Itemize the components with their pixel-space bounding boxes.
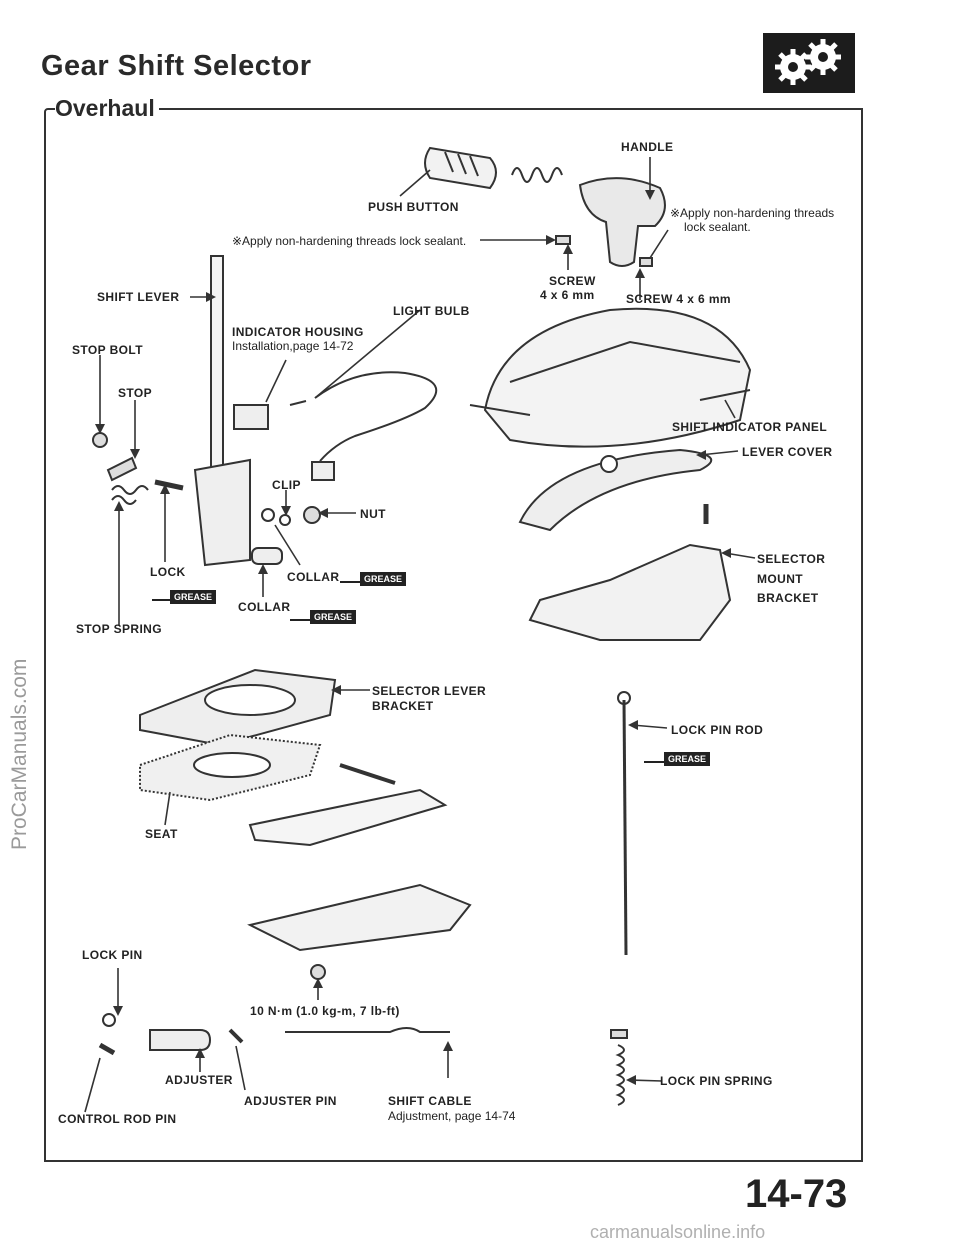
label-lock-pin-rod: LOCK PIN ROD <box>671 723 764 737</box>
label-apply-sealant-right-2: lock sealant. <box>684 220 751 234</box>
label-adjuster: ADJUSTER <box>165 1073 233 1087</box>
label-collar-upper: COLLAR <box>287 570 340 584</box>
label-stop: STOP <box>118 386 153 400</box>
label-lock-pin-spring: LOCK PIN SPRING <box>660 1074 773 1088</box>
label-shift-cable-ref: Adjustment, page 14-74 <box>388 1109 516 1123</box>
watermark-bottom: carmanualsonline.info <box>590 1222 766 1242</box>
label-selector-lever-bracket-2: BRACKET <box>372 699 434 713</box>
label-indicator-housing-ref: Installation,page 14-72 <box>232 339 354 353</box>
label-seat: SEAT <box>145 827 178 841</box>
grease-tag: GREASE <box>290 610 362 626</box>
label-clip: CLIP <box>272 478 301 492</box>
label-adjuster-pin: ADJUSTER PIN <box>244 1094 337 1108</box>
label-selector-lever-bracket: SELECTOR LEVER <box>372 684 487 698</box>
page-title: Gear Shift Selector <box>41 50 312 82</box>
selector-mount-bracket-part <box>528 504 732 641</box>
label-screw-center-size: 4 x 6 mm <box>540 288 595 302</box>
label-apply-sealant-center: ※Apply non-hardening threads lock sealan… <box>232 234 467 248</box>
label-lever-cover: LEVER COVER <box>742 445 833 459</box>
label-stop-spring: STOP SPRING <box>76 622 162 636</box>
label-apply-sealant-right: ※Apply non-hardening threads <box>670 206 835 220</box>
gears-icon <box>763 33 855 93</box>
selector-lever-bracket-part <box>139 668 337 747</box>
label-lock: LOCK <box>150 565 186 579</box>
label-selector-mount-bracket-3: BRACKET <box>757 591 819 605</box>
label-screw-center: SCREW <box>549 274 596 288</box>
shift-indicator-panel-part <box>469 307 752 448</box>
lock-pin-rod-part <box>617 691 631 956</box>
shift-lever-part <box>193 255 251 567</box>
grease-tag: GREASE <box>152 590 222 606</box>
push-button-part <box>424 146 497 190</box>
watermark-left: ProCarManuals.com <box>8 658 31 850</box>
seat-part <box>139 733 322 802</box>
label-lock-pin: LOCK PIN <box>82 948 143 962</box>
label-stop-bolt: STOP BOLT <box>72 343 143 357</box>
grease-tag: GREASE <box>340 572 412 588</box>
grease-tag: GREASE <box>644 752 716 768</box>
label-indicator-housing: INDICATOR HOUSING <box>232 325 364 339</box>
label-selector-mount-bracket-2: MOUNT <box>757 572 803 586</box>
label-shift-cable: SHIFT CABLE <box>388 1094 472 1108</box>
label-handle: HANDLE <box>621 140 674 154</box>
section-title: Overhaul <box>55 95 159 122</box>
handle-part <box>578 177 666 267</box>
spring-part <box>511 167 563 183</box>
label-shift-indicator-panel: SHIFT INDICATOR PANEL <box>672 420 828 434</box>
lock-pin-spring-part <box>610 1029 628 1106</box>
diagram-frame <box>44 108 863 1162</box>
label-collar-lower: COLLAR <box>238 600 291 614</box>
lever-cover-part <box>518 448 713 532</box>
label-light-bulb: LIGHT BULB <box>393 304 470 318</box>
page-number: 14-73 <box>745 1172 848 1216</box>
label-nut: NUT <box>360 507 386 521</box>
label-selector-mount-bracket: SELECTOR <box>757 552 826 566</box>
label-control-rod-pin: CONTROL ROD PIN <box>58 1112 177 1126</box>
label-screw-right: SCREW 4 x 6 mm <box>626 292 731 306</box>
label-shift-lever: SHIFT LEVER <box>97 290 180 304</box>
label-torque-spec: 10 N·m (1.0 kg-m, 7 lb-ft) <box>250 1004 400 1018</box>
label-push-button: PUSH BUTTON <box>368 200 459 214</box>
